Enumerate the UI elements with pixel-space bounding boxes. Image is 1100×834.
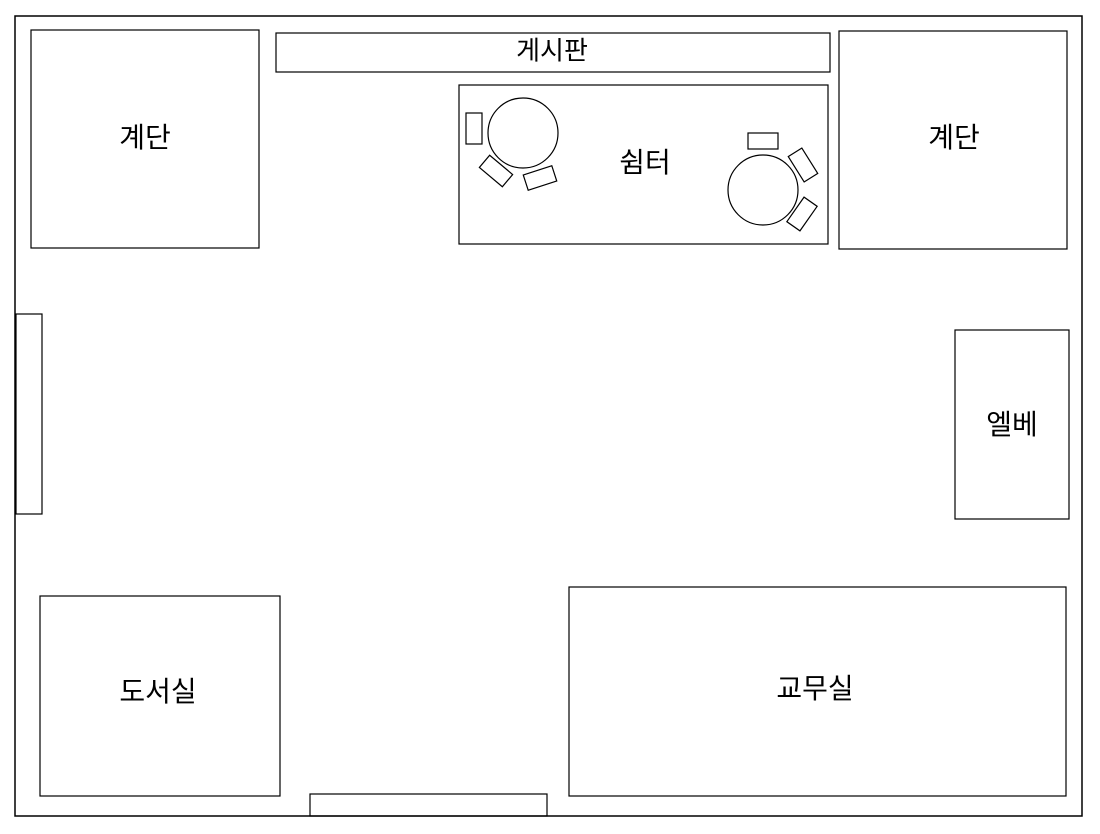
library-box [39,595,281,797]
rest-area-box [458,84,829,245]
left-door [15,313,43,515]
bulletin-board-label: 게시판 [516,37,588,67]
table-left [487,97,559,169]
chair [747,132,779,150]
elevator: 엘베 [954,329,1070,520]
stairs-left-box [30,29,260,249]
elevator-box [954,329,1070,520]
library: 도서실 [39,595,281,797]
stairs-left-label: 계단 [119,121,171,154]
rest-area: 쉼터 [458,84,829,245]
chair [786,196,818,232]
stairs-right-box [838,30,1068,250]
chair [787,147,819,183]
elevator-label: 엘베 [986,408,1038,441]
rest-area-label: 쉼터 [619,146,671,179]
stairs-right: 계단 [838,30,1068,250]
chair [522,165,558,191]
stairs-right-label: 계단 [928,121,980,154]
table-right [727,154,799,226]
bulletin-board: 게시판 [275,32,831,73]
library-label: 도서실 [119,675,196,708]
chair [465,112,483,145]
teachers-office-label: 교무실 [776,672,853,705]
bulletin-board-box [275,32,831,73]
outer-wall [14,15,1083,817]
teachers-office: 교무실 [568,586,1067,797]
chair [478,154,514,188]
stairs-left: 계단 [30,29,260,249]
bottom-entrance [309,793,548,817]
teachers-office-box [568,586,1067,797]
